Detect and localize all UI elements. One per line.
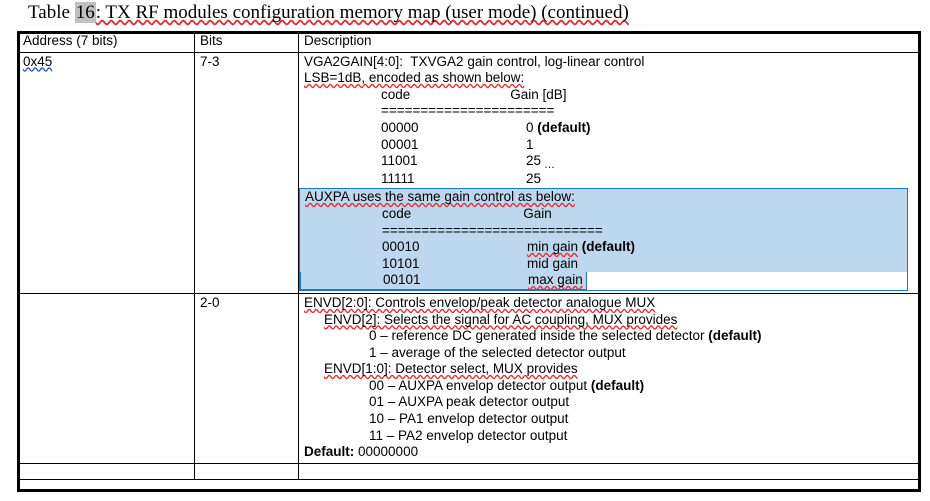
envd10-option: 00 – AUXPA envelop detector output (defa… xyxy=(304,378,915,395)
cell-address xyxy=(17,292,195,464)
option-text: 11 – PA2 envelop detector output xyxy=(369,427,568,443)
code-value: 11111 xyxy=(381,170,415,186)
desc-line-text: LSB=1dB, encoded as shown below: xyxy=(304,70,525,86)
option-text: 00 – AUXPA envelop detector output xyxy=(369,377,588,393)
desc-line: LSB=1dB, encoded as shown below: xyxy=(304,70,915,87)
desc-line: ENVD[2:0]: Controls envelop/peak detecto… xyxy=(304,295,915,312)
highlight-code-row: 00101 max gain xyxy=(300,272,907,290)
cell-description: ENVD[2:0]: Controls envelop/peak detecto… xyxy=(298,292,920,464)
code-value: 10101 xyxy=(382,255,420,271)
code-value: 00001 xyxy=(381,136,419,152)
envd10-title-text: ENVD[1:0]: Detector select, MUX provides xyxy=(324,361,578,377)
highlighted-selection-block[interactable]: AUXPA uses the same gain control as belo… xyxy=(299,188,908,291)
caption-table-number: 16 xyxy=(74,2,96,23)
envd10-option: 01 – AUXPA peak detector output xyxy=(304,394,915,411)
gain-col-label: Gain xyxy=(523,205,552,221)
default-note: (default) xyxy=(590,377,645,393)
default-note: (default) xyxy=(537,119,591,135)
option-text: 1 – average of the selected detector out… xyxy=(369,344,626,360)
highlight-intro-text: AUXPA uses the same gain control as belo… xyxy=(305,189,575,205)
envd10-title: ENVD[1:0]: Detector select, MUX provides xyxy=(304,361,915,378)
cell-bits: 7-3 xyxy=(194,51,299,294)
code-row: 00001 1 xyxy=(304,137,915,154)
code-row: 11001 25… xyxy=(304,153,915,171)
envd2-option: 1 – average of the selected detector out… xyxy=(304,345,915,362)
code-table-header: code Gain [dB] xyxy=(304,87,915,104)
code-value: 11001 xyxy=(381,153,418,169)
default-value: 00000000 xyxy=(358,444,419,460)
option-text: 0 – reference DC generated inside the se… xyxy=(369,328,705,344)
memory-map-table: Address (7 bits) Bits Description 0x45 7… xyxy=(17,31,920,480)
default-label: Default: xyxy=(304,444,355,460)
default-note: (default) xyxy=(581,239,636,255)
highlight-code-row: 10101 mid gain xyxy=(305,256,907,273)
cell-description xyxy=(298,462,920,480)
gain-col-label: Gain [dB] xyxy=(510,86,567,102)
code-col-label: code xyxy=(381,86,411,102)
highlight-code-row: 00010 min gain (default) xyxy=(305,239,907,256)
envd10-option: 11 – PA2 envelop detector output xyxy=(304,428,915,445)
code-value: 00010 xyxy=(382,239,420,255)
code-value: 00000 xyxy=(381,119,419,135)
desc-line-text: ENVD[2:0]: Controls envelop/peak detecto… xyxy=(304,294,656,310)
envd2-title: ENVD[2]: Selects the signal for AC coupl… xyxy=(304,312,915,329)
default-note: (default) xyxy=(708,328,762,344)
cell-bits: 2-0 xyxy=(194,292,299,464)
envd10-option: 10 – PA1 envelop detector output xyxy=(304,411,915,428)
gain-value: 1 xyxy=(526,136,534,152)
header-description: Description xyxy=(298,31,920,53)
table-row: 2-0 ENVD[2:0]: Controls envelop/peak det… xyxy=(17,292,920,464)
table-header-row: Address (7 bits) Bits Description xyxy=(17,31,920,53)
table-frame-right xyxy=(918,31,921,492)
cell-bits xyxy=(194,462,299,480)
highlight-intro: AUXPA uses the same gain control as belo… xyxy=(305,189,907,206)
option-text: 01 – AUXPA peak detector output xyxy=(369,394,570,410)
gain-value: 25 xyxy=(526,170,542,186)
gain-value: mid gain xyxy=(527,255,579,271)
code-col-label: code xyxy=(382,205,412,221)
option-text: 10 – PA1 envelop detector output xyxy=(369,411,569,427)
gain-value: min gain xyxy=(527,239,579,255)
address-value: 0x45 xyxy=(23,53,53,69)
caption-prefix: Table xyxy=(28,2,75,23)
table-row: 0x45 7-3 VGA2GAIN[4:0]: TXVGA2 gain cont… xyxy=(17,51,920,294)
gain-value: 25 xyxy=(526,153,542,169)
gain-value: 0 xyxy=(526,119,534,135)
desc-line: VGA2GAIN[4:0]: TXVGA2 gain control, log-… xyxy=(304,53,645,69)
cell-address xyxy=(17,462,195,480)
code-row: 11111 25 xyxy=(304,171,915,188)
code-separator: ====================== xyxy=(304,103,915,120)
code-value: 00101 xyxy=(383,272,421,288)
highlight-bottom-edge xyxy=(587,289,908,291)
cell-address: 0x45 xyxy=(17,51,195,294)
highlight-code-table-header: code Gain xyxy=(305,206,907,223)
gain-value: max gain xyxy=(528,272,583,288)
header-bits: Bits xyxy=(194,31,299,53)
default-line: Default: 00000000 xyxy=(304,444,915,461)
separator-text: ====================== xyxy=(381,103,555,119)
ellipsis-mark: … xyxy=(544,159,556,172)
table-caption: Table 16: TX RF modules configuration me… xyxy=(28,2,629,24)
table-row-partial xyxy=(17,462,920,480)
highlight-code-separator: ============================ xyxy=(305,223,907,240)
cell-description: VGA2GAIN[4:0]: TXVGA2 gain control, log-… xyxy=(298,51,920,294)
table-frame-bottom xyxy=(17,489,921,492)
caption-rest: : TX RF modules configuration memory map… xyxy=(95,2,629,23)
header-address: Address (7 bits) xyxy=(17,31,195,53)
envd2-option: 0 – reference DC generated inside the se… xyxy=(304,328,915,345)
envd2-title-text: ENVD[2]: Selects the signal for AC coupl… xyxy=(324,311,678,327)
separator-text: ============================ xyxy=(382,222,603,238)
